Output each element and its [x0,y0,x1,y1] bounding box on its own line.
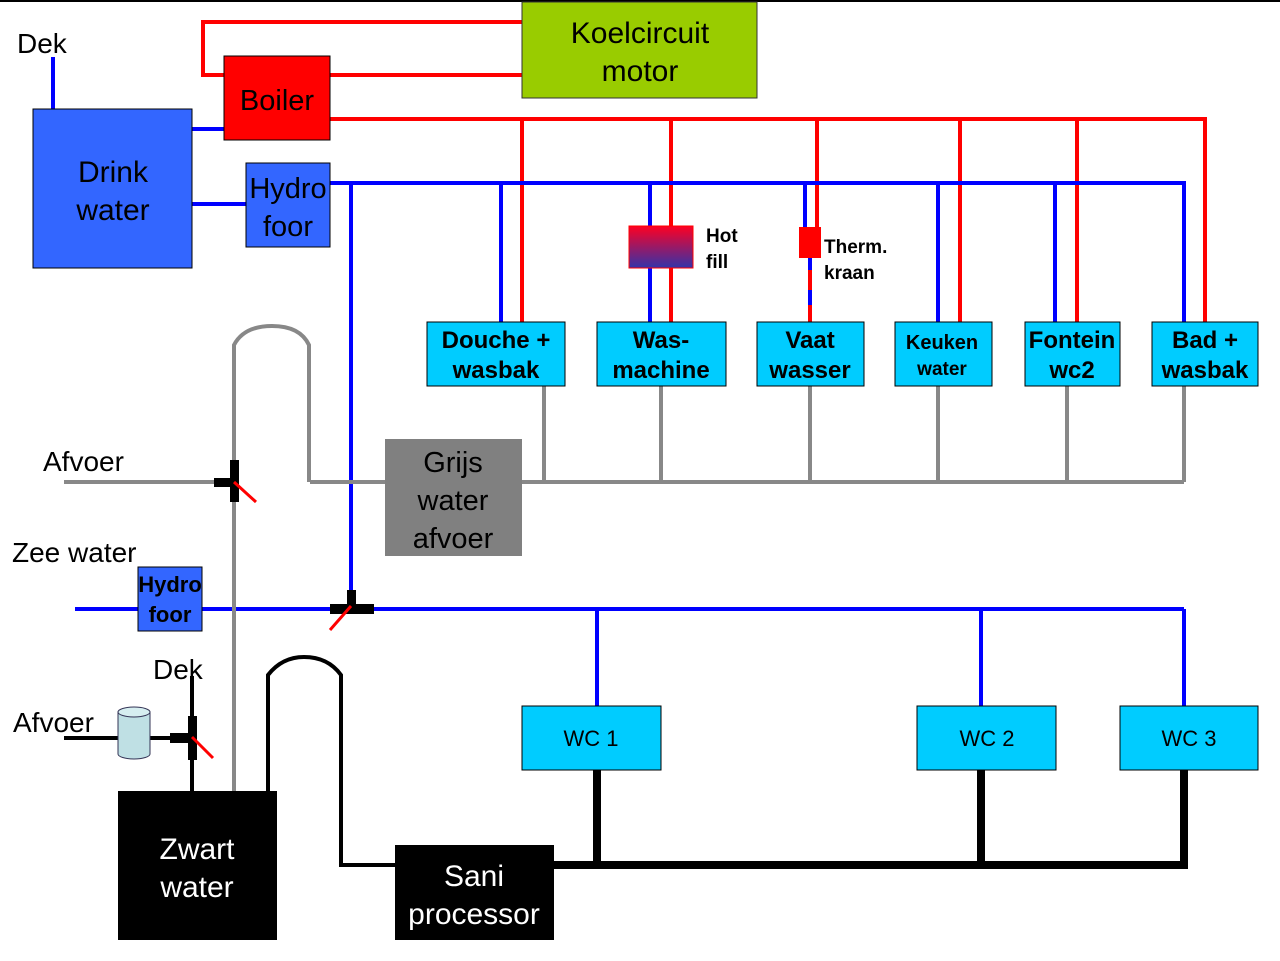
toilet-wc3: WC 3 [1119,705,1259,771]
zee-water-label: Zee water [12,537,137,568]
koelcircuit-box: Koelcircuit motor [521,1,758,99]
sani-label: Sani [444,860,504,893]
dek-label-top: Dek [17,28,68,59]
box-label: water [916,359,967,380]
hot-water-pipes [201,20,1207,322]
hydrofoor-sea-label: Hydro [138,572,202,597]
toilet-wc2: WC 2 [916,705,1057,771]
koelcircuit-label: Koelcircuit [571,17,710,50]
grijswater-label: Grijs [423,447,483,479]
valve-afvoer[interactable] [214,460,258,504]
zwartwater-label: Zwart [160,833,236,866]
box-label: machine [612,357,709,384]
hydrofoor-sea-label: foor [149,602,192,627]
drinkwater-box: Drink water [32,108,193,269]
afvoer-label-grey: Afvoer [43,446,124,477]
toilet-wc1: WC 1 [521,705,662,771]
valve-zee-water[interactable] [328,590,374,631]
boiler-box: Boiler [223,55,331,141]
box-label: Douche + [442,327,551,354]
dek-label-bottom: Dek [153,654,204,685]
box-label: Bad + [1172,327,1238,354]
box-label: wasbak [452,357,540,384]
drinkwater-label: Drink [78,156,149,189]
hydrofoor-sea-box: Hydro foor [137,566,203,632]
grijswater-label: water [417,485,489,517]
box-label: Fontein [1029,327,1116,354]
cold-water-pipes [51,57,1186,706]
box-label: Keuken [906,332,978,354]
hot-fill-label: Hot [706,226,738,247]
fixture-wasmachine: Was- machine [596,321,727,387]
fixture-keuken: Keuken water [894,321,993,387]
hydrofoor-box: Hydro foor [245,162,331,248]
grijswater-box: Grijs water afvoer [385,439,522,556]
box-label: wasbak [1161,357,1249,384]
hydrofoor-label: Hydro [249,173,326,205]
box-label: WC 3 [1162,726,1217,751]
fixture-douche: Douche + wasbak [426,321,566,387]
therm-kraan-label: kraan [824,263,875,284]
box-label: wc2 [1048,357,1094,384]
sani-processor-box: Sani processor [395,845,554,940]
zwartwater-box: Zwart water [118,791,277,940]
box-label: WC 1 [564,726,619,751]
black-water-pipes [64,654,1188,869]
hot-fill-label: fill [706,252,728,273]
hot-fill-unit: Hot fill [628,225,738,273]
box-label: Vaat [785,327,834,354]
box-label: Was- [633,327,689,354]
box-label: wasser [768,357,850,384]
fixture-fontein: Fontein wc2 [1024,321,1121,387]
afvoer-label-black: Afvoer [13,707,94,738]
therm-kraan-label: Therm. [824,237,887,258]
boiler-label: Boiler [240,85,314,117]
filter-tank-icon [117,706,151,760]
drinkwater-label: water [75,194,149,227]
box-label: WC 2 [960,726,1015,751]
fixture-bad: Bad + wasbak [1151,321,1259,387]
grijswater-label: afvoer [413,523,494,555]
valve-zwart-water[interactable] [170,716,215,760]
koelcircuit-label: motor [602,55,679,88]
fixture-vaatwasser: Vaat wasser [756,321,865,387]
hydrofoor-label: foor [263,211,313,243]
sani-label: processor [408,898,540,931]
therm-kraan-unit: Therm. kraan [799,227,887,284]
zwartwater-label: water [159,871,233,904]
